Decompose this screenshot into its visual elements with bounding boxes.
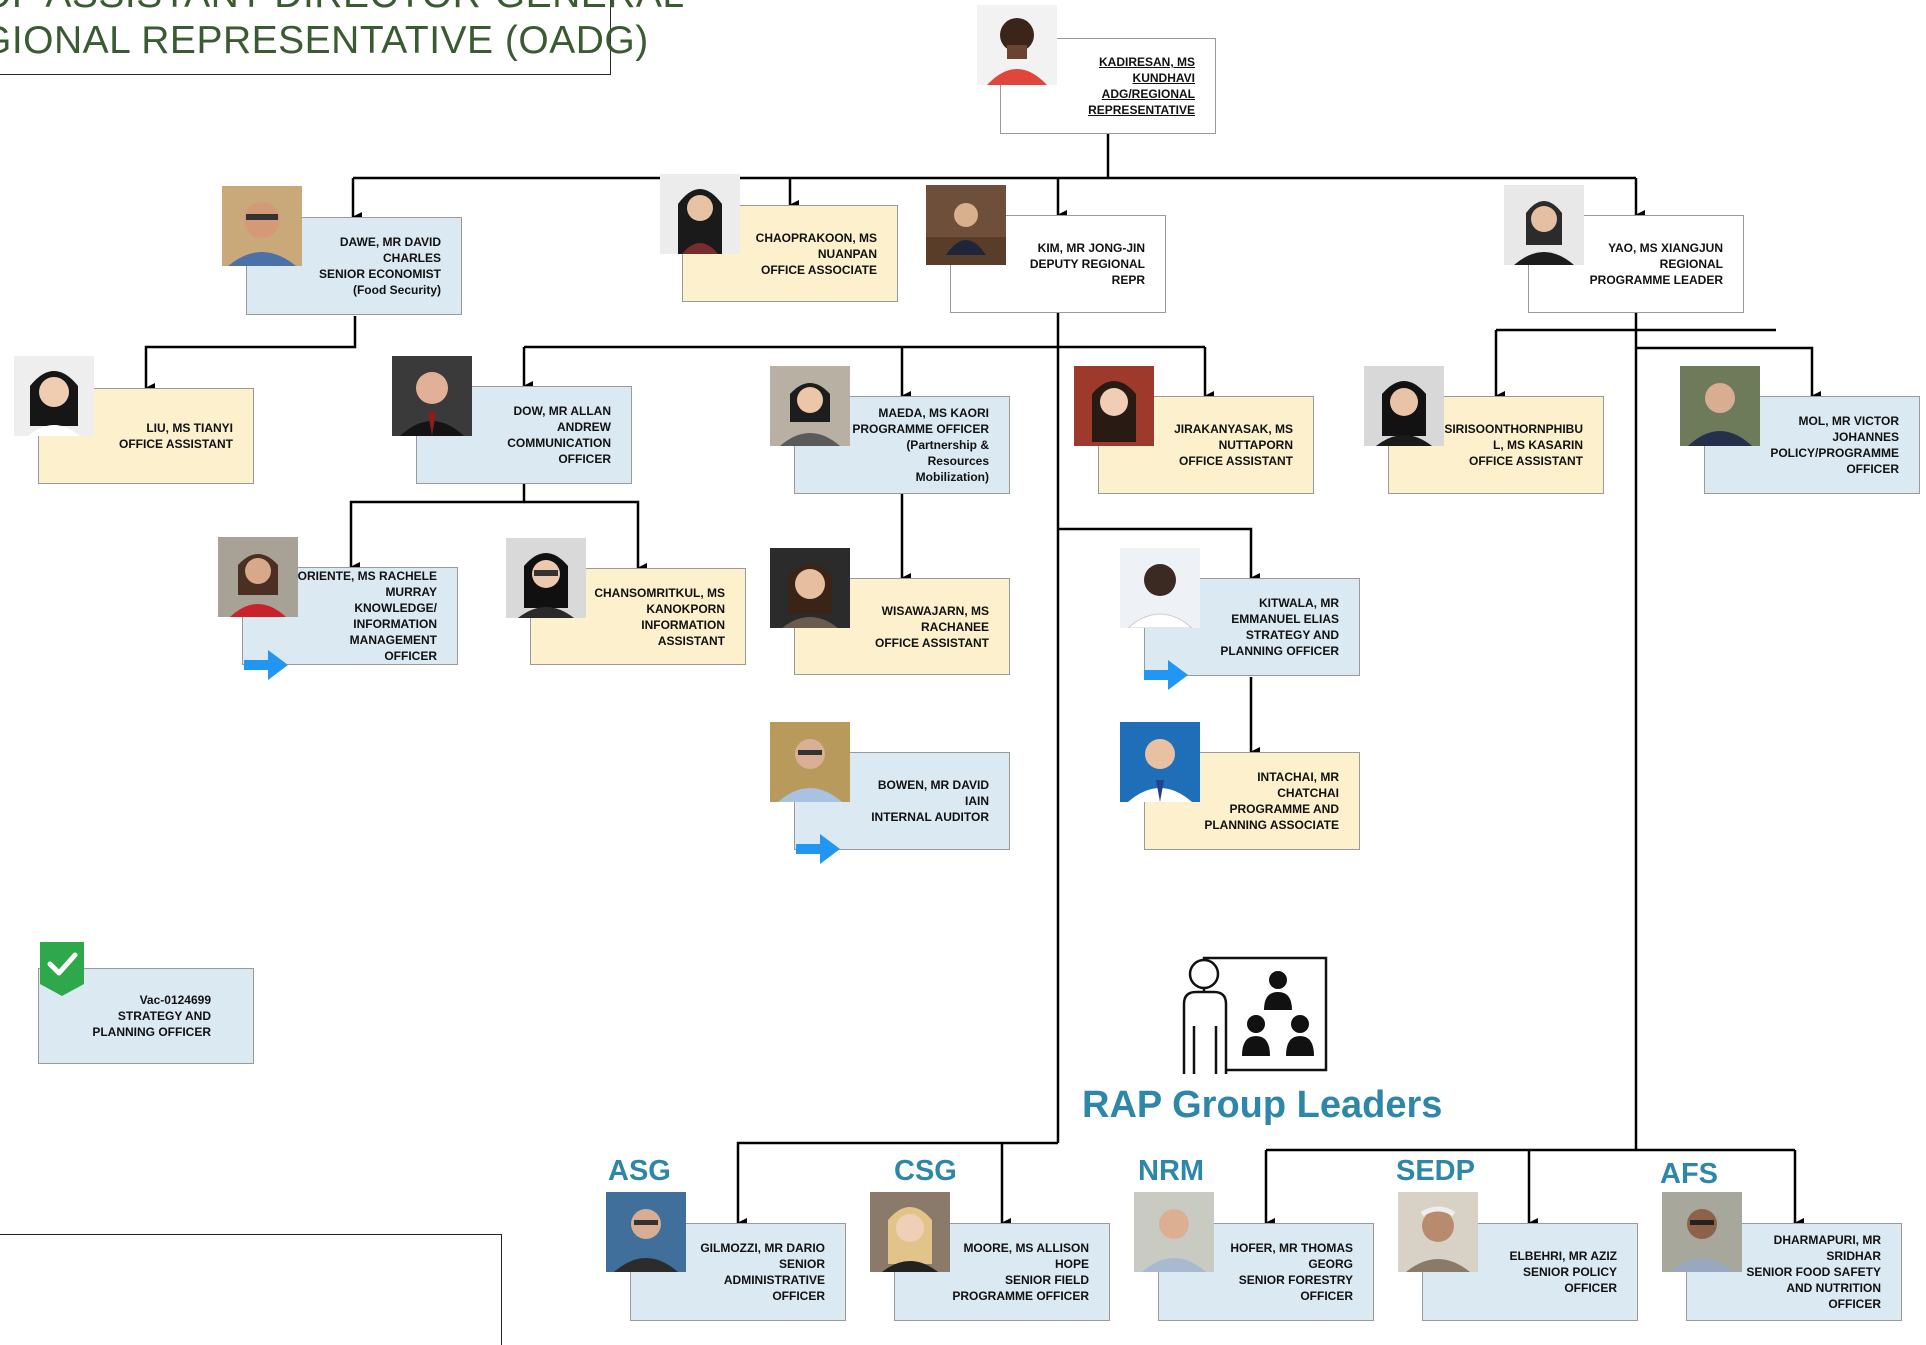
photo-chansomritkul: [506, 538, 586, 618]
group-label-afs: AFS: [1660, 1158, 1718, 1190]
photo-kitwala: [1120, 548, 1200, 628]
node-moore[interactable]: MOORE, MS ALLISON HOPE SENIOR FIELD PROG…: [894, 1223, 1110, 1321]
photo-elbehri: [1398, 1192, 1478, 1272]
photo-sirisoonthorn: [1364, 366, 1444, 446]
node-gilmozzi-text: GILMOZZI, MR DARIO SENIOR ADMINISTRATIVE…: [700, 1241, 825, 1303]
office-title-line-1: OF ASSISTANT DIRECTOR-GENERAL: [0, 0, 685, 17]
node-kim-text: KIM, MR JONG-JIN DEPUTY REGIONAL REPR: [1029, 241, 1145, 287]
photo-mol: [1680, 366, 1760, 446]
node-kadiresan-text: KADIRESAN, MS KUNDHAVI ADG/REGIONAL REPR…: [1088, 55, 1195, 117]
group-label-csg: CSG: [894, 1155, 957, 1187]
node-dawe-text: DAWE, MR DAVID CHARLES SENIOR ECONOMIST …: [318, 235, 441, 297]
photo-wisawajarn: [770, 548, 850, 628]
node-vacancy-text: Vac-0124699 STRATEGY AND PLANNING OFFICE…: [92, 993, 211, 1039]
photo-dharmapuri: [1662, 1192, 1742, 1272]
rap-group-leaders-title: RAP Group Leaders: [1082, 1084, 1443, 1126]
node-oriente-text: ORIENTE, MS RACHELE MURRAY KNOWLEDGE/ IN…: [297, 569, 437, 663]
photo-kadiresan: [977, 5, 1057, 85]
group-label-asg: ASG: [608, 1155, 671, 1187]
office-title-box: OF ASSISTANT DIRECTOR-GENERAL GIONAL REP…: [0, 0, 684, 75]
node-dharmapuri-text: DHARMAPURI, MR SRIDHAR SENIOR FOOD SAFET…: [1746, 1233, 1881, 1311]
node-bowen-text: BOWEN, MR DAVID IAIN INTERNAL AUDITOR: [871, 778, 989, 824]
node-maeda-text: MAEDA, MS KAORI PROGRAMME OFFICER (Partn…: [852, 406, 989, 484]
meeting-presentation-icon: [1182, 956, 1328, 1074]
photo-kim: [926, 185, 1006, 265]
node-dow-text: DOW, MR ALLAN ANDREW COMMUNICATION OFFIC…: [507, 404, 611, 466]
node-intachai-text: INTACHAI, MR CHATCHAI PROGRAMME AND PLAN…: [1204, 770, 1339, 832]
node-hofer-text: HOFER, MR THOMAS GEORG SENIOR FORESTRY O…: [1230, 1241, 1353, 1303]
node-hofer[interactable]: HOFER, MR THOMAS GEORG SENIOR FORESTRY O…: [1158, 1223, 1374, 1321]
node-chansomritkul-text: CHANSOMRITKUL, MS KANOKPORN INFORMATION …: [594, 585, 725, 648]
arrow-right-icon: [1144, 660, 1188, 690]
group-label-nrm: NRM: [1138, 1155, 1205, 1187]
photo-hofer: [1134, 1192, 1214, 1272]
node-yao-text: YAO, MS XIANGJUN REGIONAL PROGRAMME LEAD…: [1589, 241, 1723, 287]
photo-liu: [14, 356, 94, 436]
node-sirisoonthorn-text: SIRISOONTHORNPHIBU L, MS KASARIN OFFICE …: [1444, 422, 1583, 468]
photo-oriente: [218, 537, 298, 617]
group-label-sedp: SEDP: [1396, 1155, 1475, 1187]
photo-chaoprakoon: [660, 174, 740, 254]
node-wisawajarn-text: WISAWAJARN, MS RACHANEE OFFICE ASSISTANT: [875, 603, 989, 650]
node-moore-text: MOORE, MS ALLISON HOPE SENIOR FIELD PROG…: [952, 1241, 1089, 1303]
photo-dawe: [222, 186, 302, 266]
photo-yao: [1504, 185, 1584, 265]
photo-dow: [392, 356, 472, 436]
checkmark-badge-icon: [40, 942, 84, 996]
arrow-right-icon: [796, 834, 840, 864]
bottom-left-frame: [0, 1234, 502, 1345]
photo-gilmozzi: [606, 1192, 686, 1272]
arrow-right-icon: [244, 650, 288, 680]
photo-bowen: [770, 722, 850, 802]
photo-intachai: [1120, 722, 1200, 802]
node-chaoprakoon-text: CHAOPRAKOON, MS NUANPAN OFFICE ASSOCIATE: [755, 230, 877, 277]
photo-maeda: [770, 366, 850, 446]
node-mol-text: MOL, MR VICTOR JOHANNES POLICY/PROGRAMME…: [1770, 414, 1899, 476]
node-dow[interactable]: DOW, MR ALLAN ANDREW COMMUNICATION OFFIC…: [416, 386, 632, 484]
photo-jirakanyasak: [1074, 366, 1154, 446]
node-elbehri-text: ELBEHRI, MR AZIZ SENIOR POLICY OFFICER: [1509, 1249, 1617, 1295]
office-title-line-2: GIONAL REPRESENTATIVE (OADG): [0, 19, 649, 62]
node-jirakanyasak-text: JIRAKANYASAK, MS NUTTAPORN OFFICE ASSIST…: [1174, 422, 1293, 468]
node-kitwala-text: KITWALA, MR EMMANUEL ELIAS STRATEGY AND …: [1220, 596, 1339, 658]
photo-moore: [870, 1192, 950, 1272]
node-liu-text: LIU, MS TIANYI OFFICE ASSISTANT: [119, 421, 233, 451]
